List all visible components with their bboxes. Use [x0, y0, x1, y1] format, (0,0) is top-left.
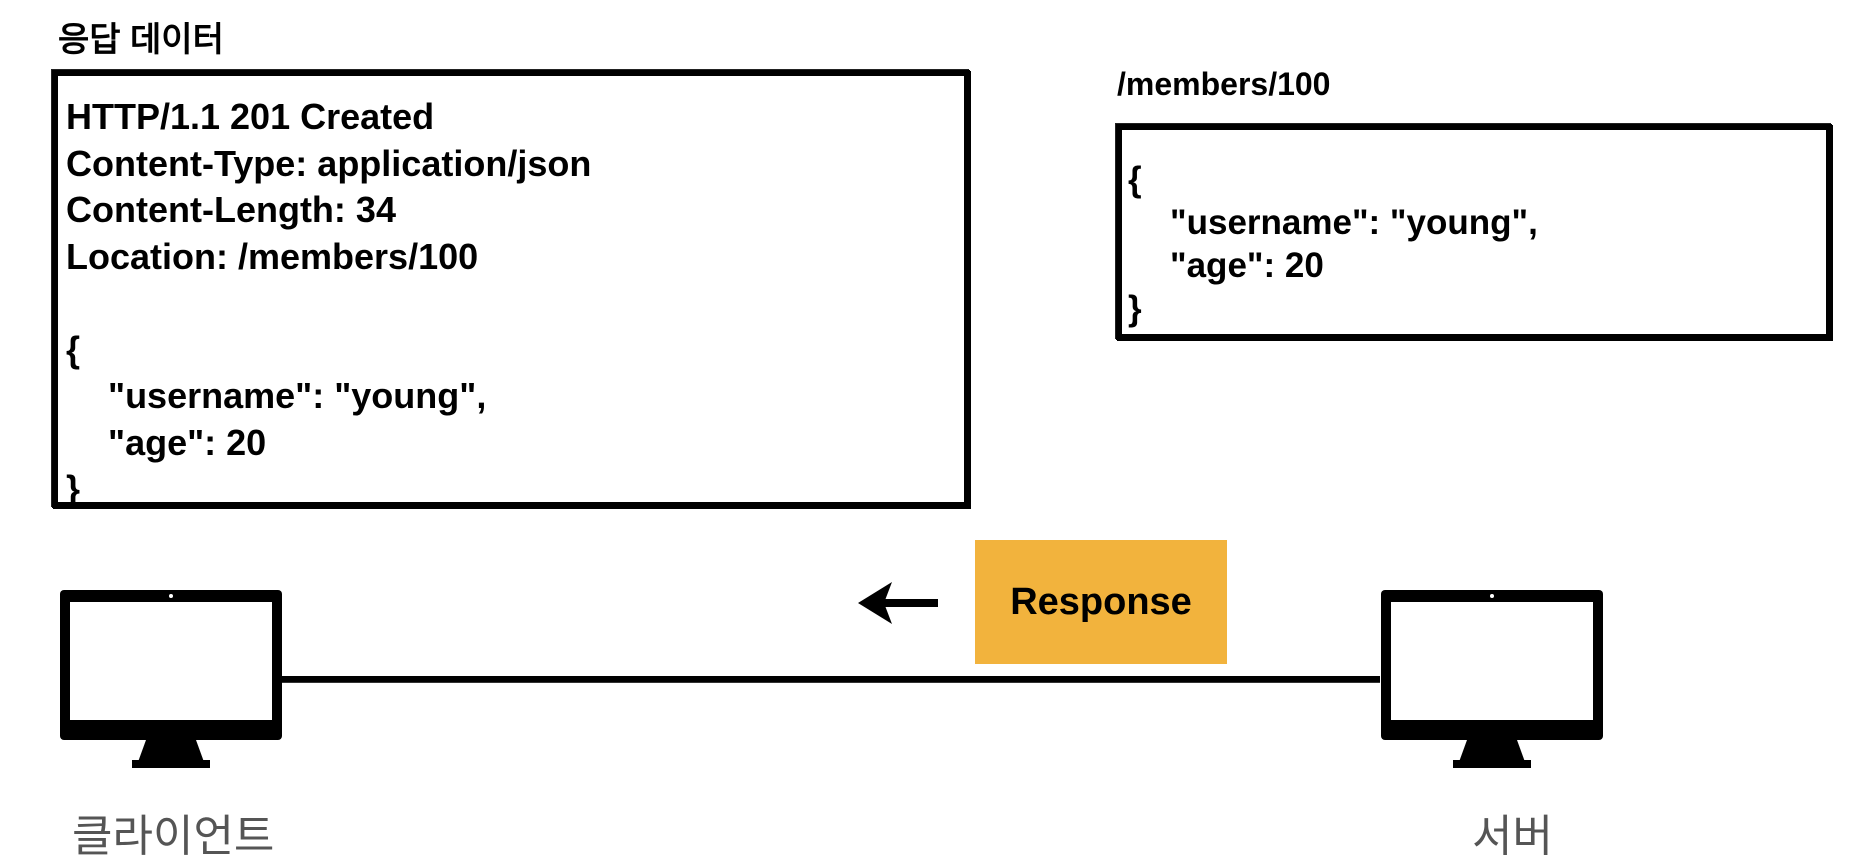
body-close-brace: }	[66, 468, 81, 509]
body-username-field: "username": "young",	[108, 375, 487, 416]
response-tag: Response	[975, 540, 1227, 664]
resource-username-field: "username": "young",	[1170, 203, 1538, 242]
location-header: Location: /members/100	[66, 234, 964, 281]
section-heading: 응답 데이터	[58, 21, 224, 59]
location-header-name: Location:	[66, 235, 238, 277]
resource-path-label: /members/100	[1117, 66, 1331, 102]
header-body-separator	[66, 280, 964, 327]
resource-age-field: "age": 20	[1170, 246, 1324, 285]
client-label: 클라이언트	[72, 812, 275, 861]
arrow-left-icon	[858, 582, 938, 624]
created-resource-box: { "username": "young", "age": 20 }	[1116, 124, 1832, 340]
status-line: HTTP/1.1 201 Created	[66, 96, 435, 137]
client-monitor-icon	[60, 590, 282, 768]
resource-close-brace: }	[1128, 289, 1142, 328]
content-type-header: Content-Type: application/json	[66, 142, 592, 184]
resource-open-brace: {	[1128, 160, 1142, 199]
location-header-value: /members/100	[237, 235, 479, 277]
server-label: 서버	[1472, 812, 1553, 861]
body-open-brace: {	[66, 328, 81, 370]
server-monitor-icon	[1381, 590, 1603, 768]
http-response-message: HTTP/1.1 201 Created Content-Type: appli…	[52, 70, 970, 509]
body-age-field: "age": 20	[108, 421, 267, 463]
content-length-header: Content-Length: 34	[66, 189, 396, 230]
connection-line	[280, 676, 1380, 682]
